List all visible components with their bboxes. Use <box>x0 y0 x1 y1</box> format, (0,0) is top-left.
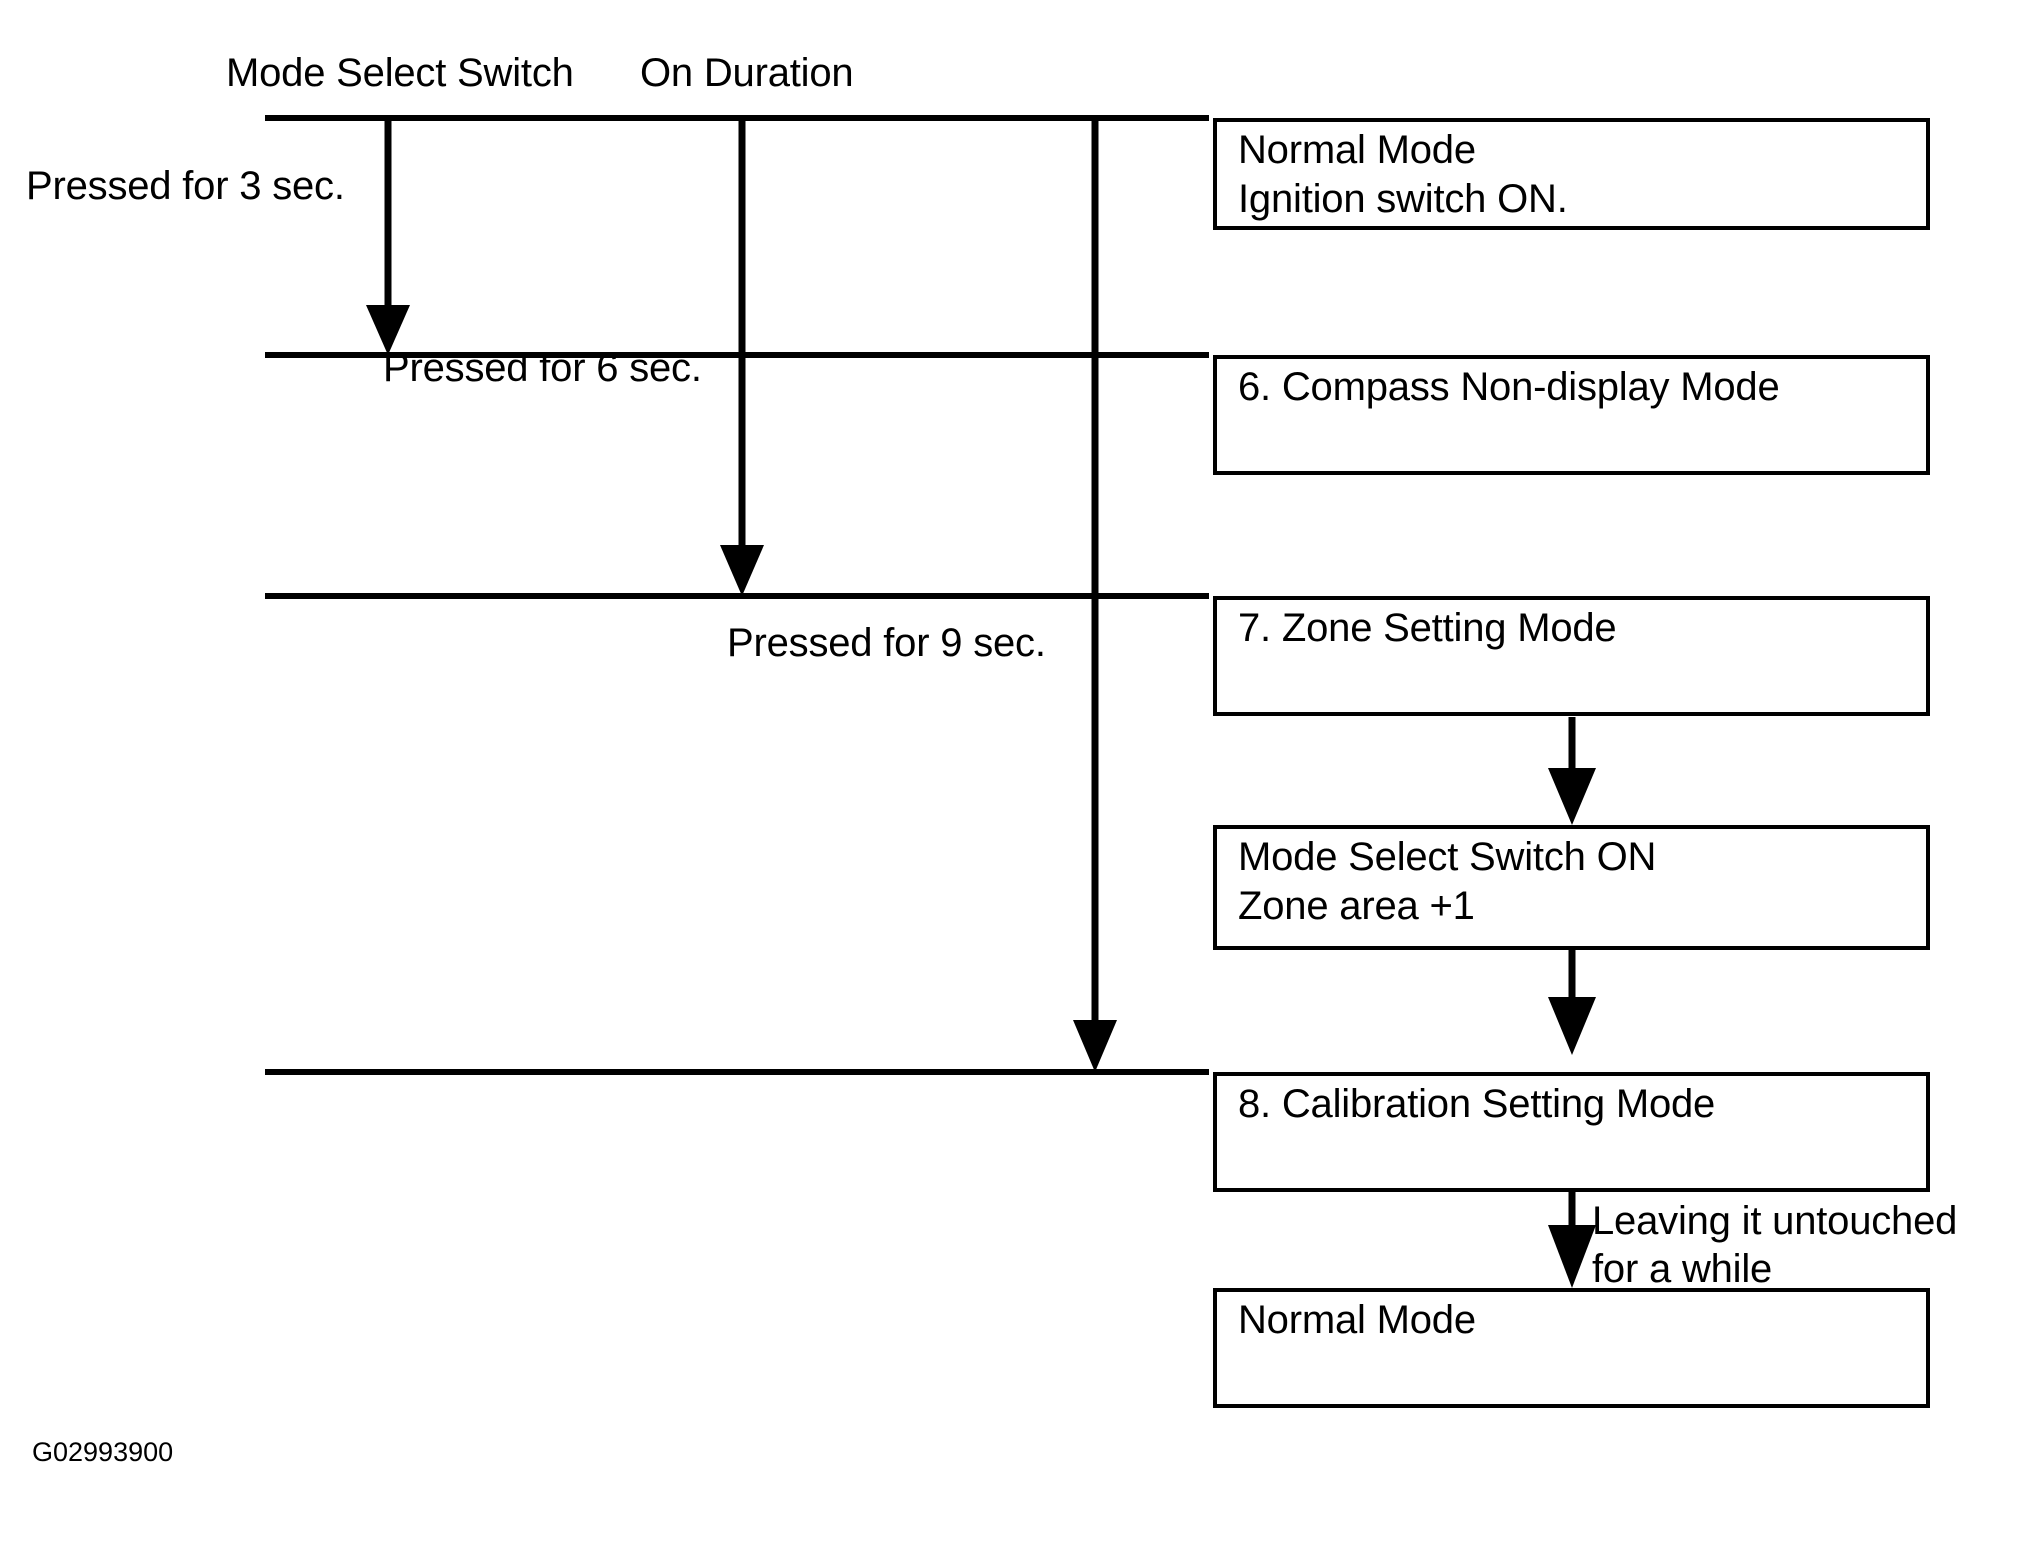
state-box-normal-mode-bottom-line1: Normal Mode <box>1238 1298 1476 1342</box>
state-box-normal-mode-top-line1: Normal Mode <box>1238 128 1476 172</box>
state-box-calibration-setting-mode <box>1213 1072 1930 1192</box>
arrow-switch-on-to-calibration <box>1548 950 1596 1055</box>
column-header-on-duration: On Duration <box>640 51 854 95</box>
state-box-normal-mode-top <box>1213 118 1930 230</box>
arrow-zone-to-switch-on <box>1548 717 1596 825</box>
state-box-compass-non-display-mode <box>1213 355 1930 475</box>
label-leaving-untouched-line1: Leaving it untouched <box>1592 1199 1958 1243</box>
arrow-pressed-9-sec <box>1073 118 1117 1072</box>
state-box-zone-setting-mode-line1: 7. Zone Setting Mode <box>1238 606 1617 650</box>
label-leaving-untouched-line2: for a while <box>1592 1247 1773 1291</box>
state-box-mode-select-switch-on <box>1213 825 1930 950</box>
state-box-compass-non-display-mode-line1: 6. Compass Non-display Mode <box>1238 365 1780 409</box>
arrow-calibration-to-normal <box>1548 1192 1596 1288</box>
label-pressed-6-sec: Pressed for 6 sec. <box>383 346 702 390</box>
column-header-mode-select-switch: Mode Select Switch <box>226 51 574 95</box>
label-pressed-3-sec: Pressed for 3 sec. <box>26 164 345 208</box>
arrow-pressed-6-sec <box>720 118 764 596</box>
figure-code-label: G02993900 <box>32 1437 174 1467</box>
state-box-mode-select-switch-on-line1: Mode Select Switch ON <box>1238 835 1657 879</box>
state-box-calibration-setting-mode-line1: 8. Calibration Setting Mode <box>1238 1082 1716 1126</box>
state-box-normal-mode-bottom <box>1213 1288 1930 1408</box>
state-box-normal-mode-top-line2: Ignition switch ON. <box>1238 177 1568 221</box>
state-box-zone-setting-mode <box>1213 596 1930 716</box>
label-pressed-9-sec: Pressed for 9 sec. <box>727 621 1046 665</box>
state-box-mode-select-switch-on-line2: Zone area +1 <box>1238 884 1475 928</box>
arrow-pressed-3-sec <box>366 118 410 355</box>
